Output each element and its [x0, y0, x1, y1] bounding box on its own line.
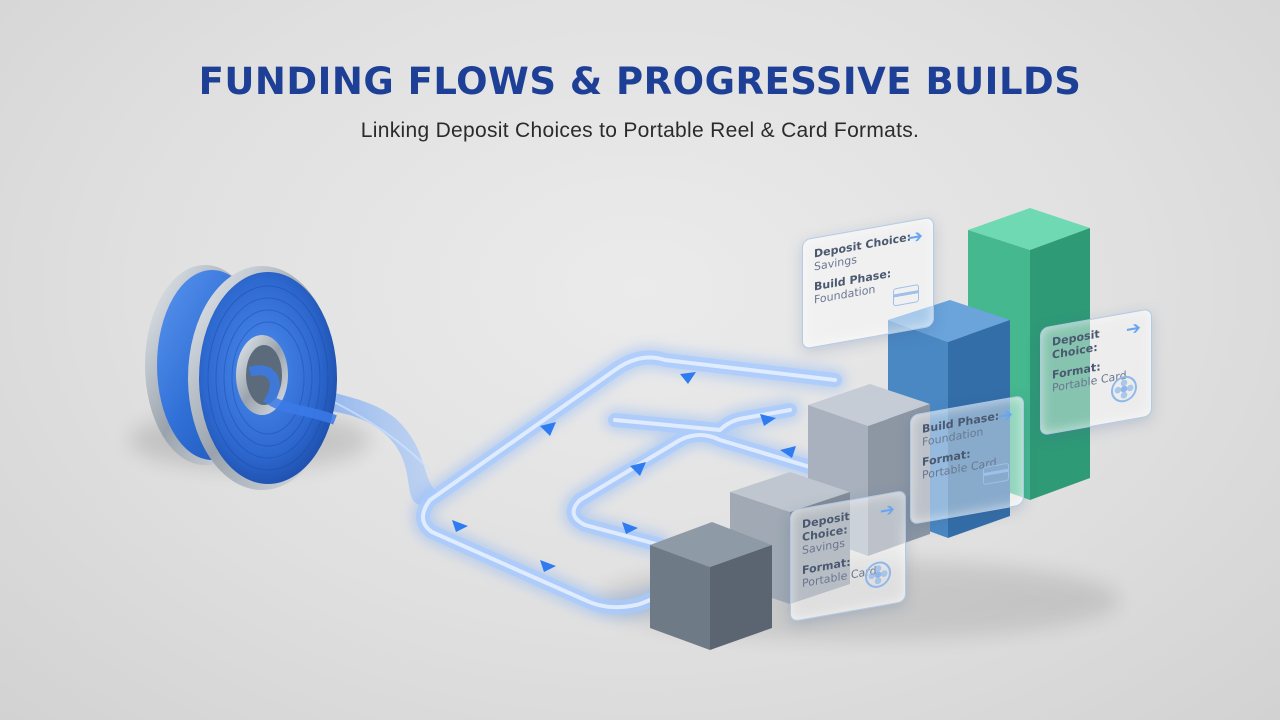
- page-subtitle: Linking Deposit Choices to Portable Reel…: [360, 119, 920, 142]
- arrow-right-icon: ➔: [997, 403, 1013, 428]
- page-title: FUNDING FLOWS & PROGRESSIVE BUILDS: [198, 60, 1082, 103]
- cube-front-dark: [650, 522, 772, 650]
- flow-arrows: [452, 372, 796, 572]
- info-panel-1: ➔ Deposit Choice: Savings Build Phase: F…: [802, 216, 934, 350]
- card-icon: [983, 462, 1009, 486]
- arrow-right-icon: ➔: [907, 225, 923, 249]
- info-panel-3: ➔ Build Phase: Foundation Format: Portab…: [910, 394, 1024, 526]
- flow-tubes: [412, 346, 846, 619]
- info-panel-2: ➔ Deposit Choice: Savings Format: Portab…: [790, 489, 906, 623]
- tape-reel: [145, 265, 337, 490]
- card-icon: [893, 284, 919, 307]
- arrow-right-icon: ➔: [879, 498, 895, 523]
- arrow-right-icon: ➔: [1125, 317, 1141, 341]
- info-panel-4: ➔ Deposit Choice: Format: Portable Card: [1040, 308, 1152, 436]
